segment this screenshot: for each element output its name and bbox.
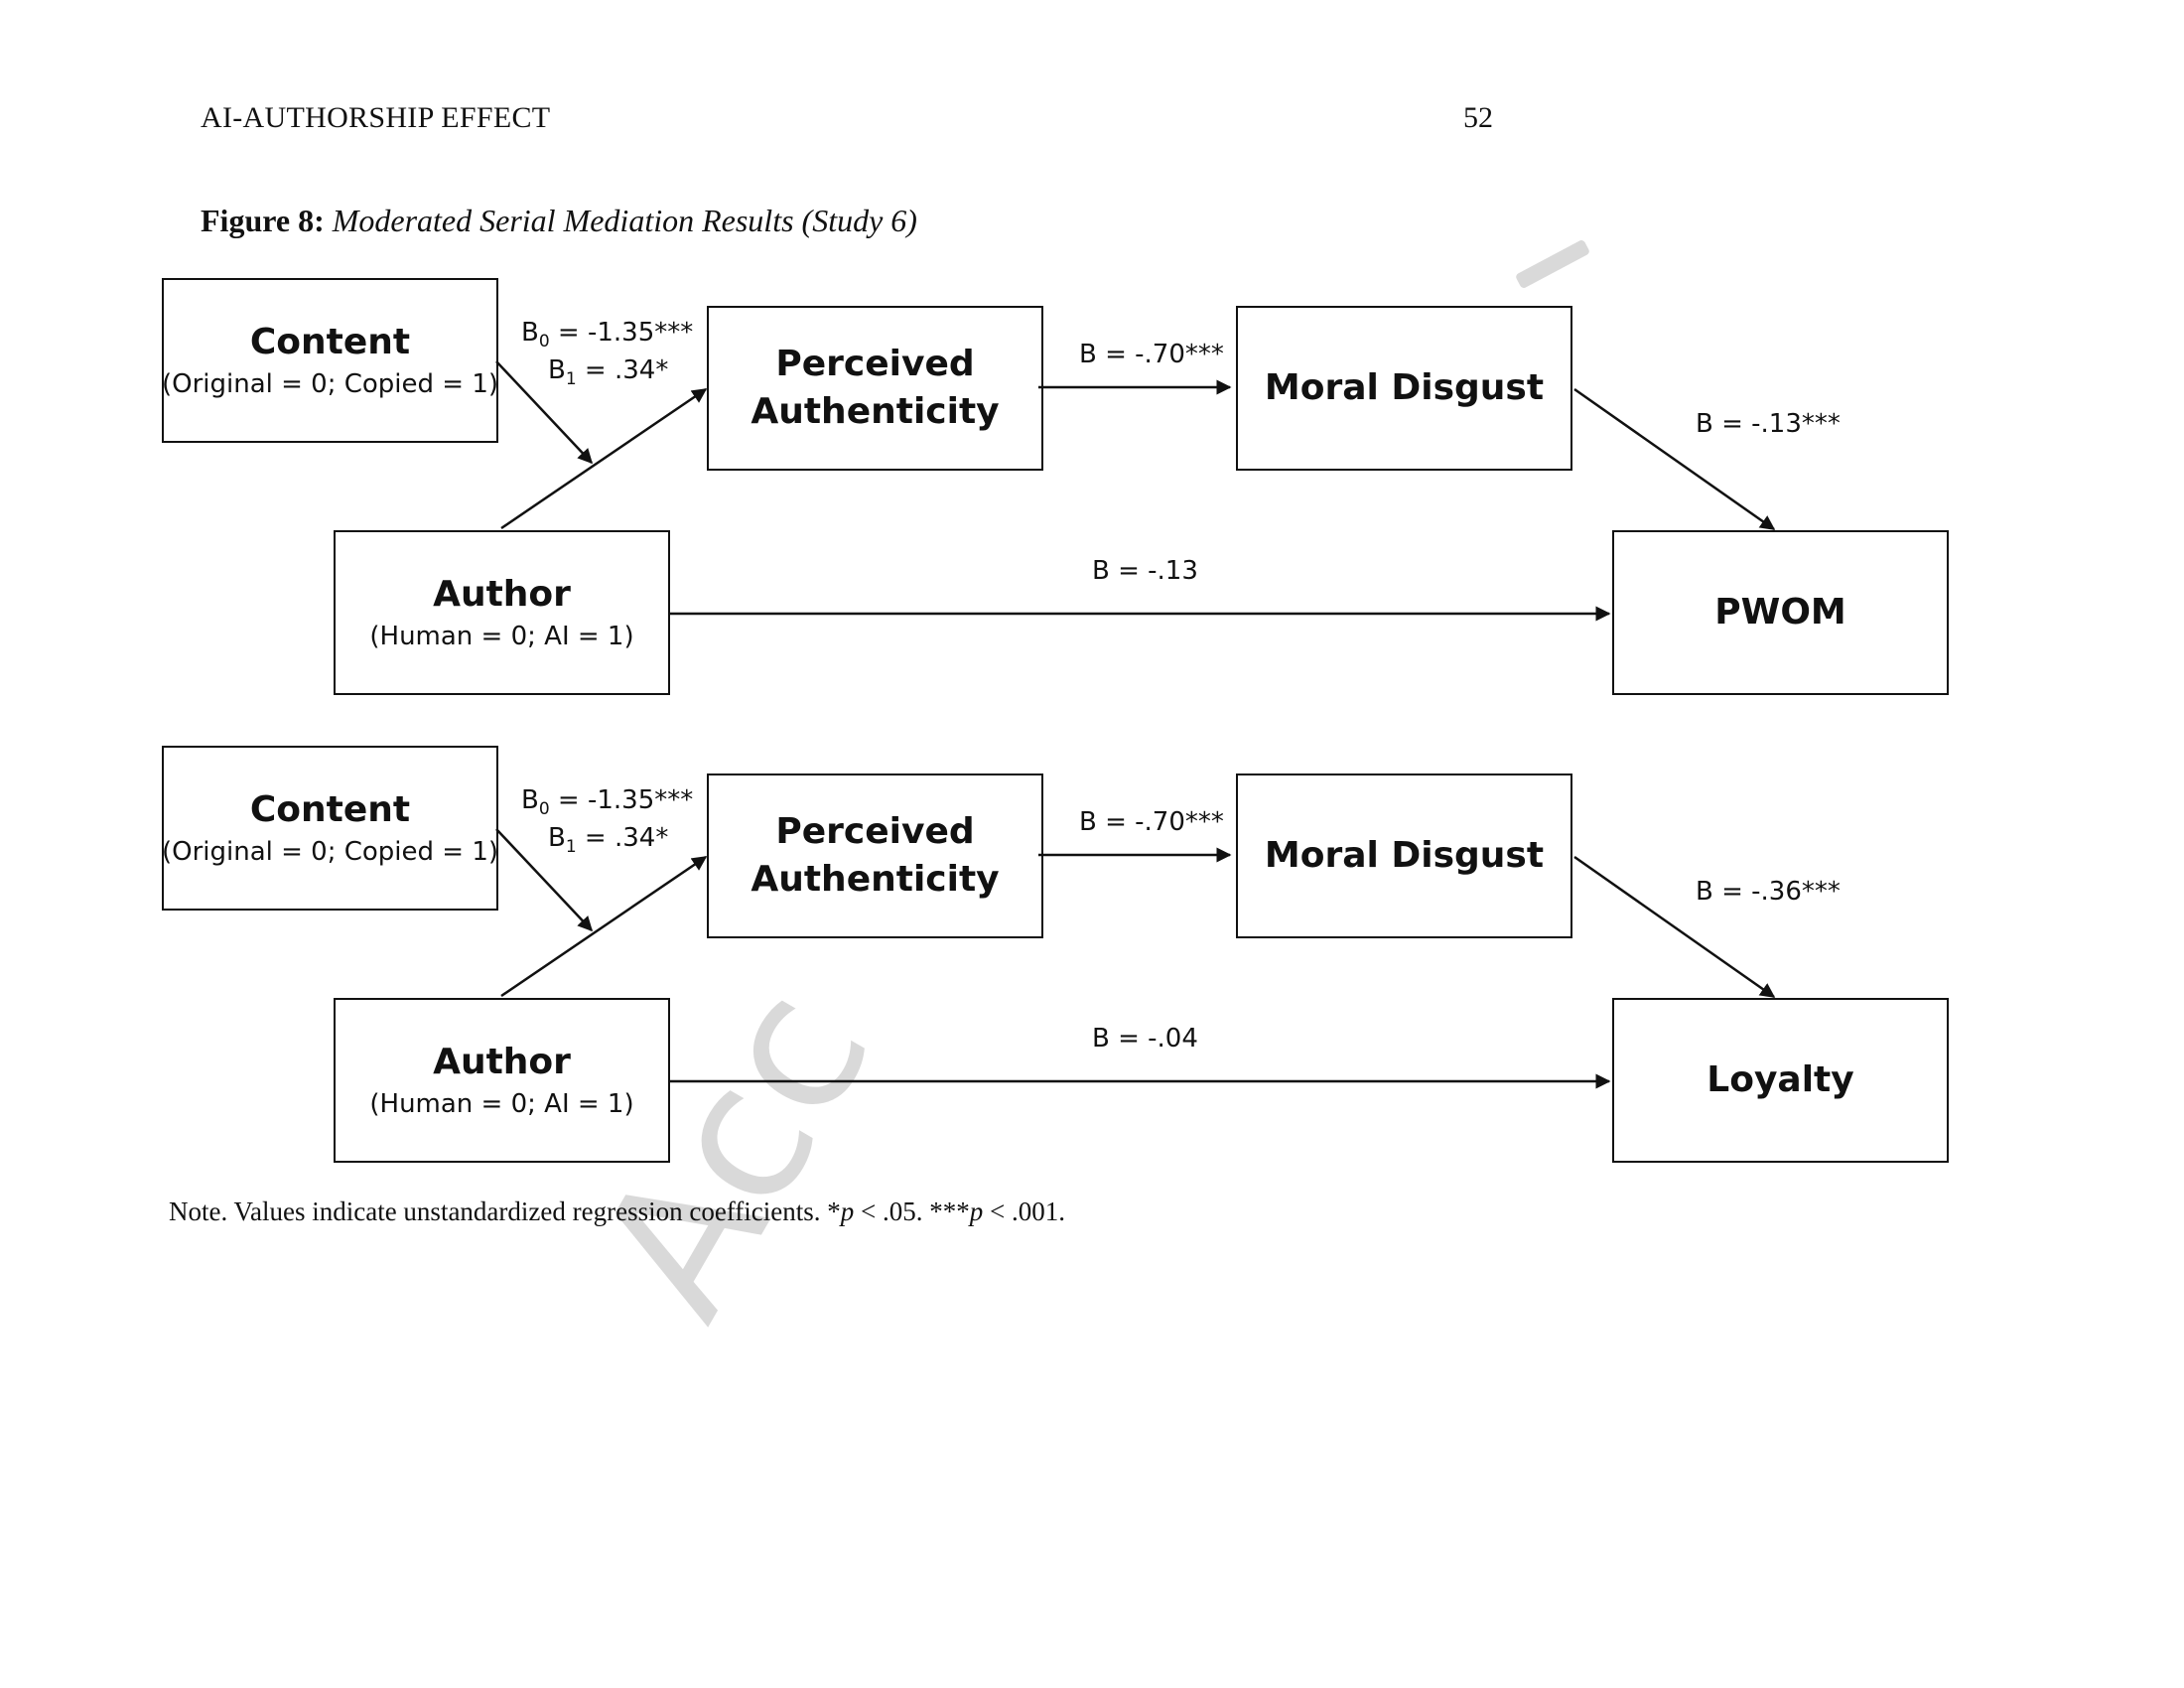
note-p-symbol: p bbox=[969, 1196, 984, 1226]
author-box: Author (Human = 0; AI = 1) bbox=[334, 998, 670, 1163]
coef-direct-effect: B = -.04 bbox=[1092, 1024, 1198, 1054]
outcome-box-title: PWOM bbox=[1714, 592, 1846, 633]
disgust-to-outcome-arrow bbox=[1573, 855, 1776, 999]
content-box: Content (Original = 0; Copied = 1) bbox=[162, 746, 498, 911]
disgust-to-outcome-arrow bbox=[1573, 387, 1776, 531]
note-p-symbol: p bbox=[840, 1196, 855, 1226]
note-tail: < .001. bbox=[983, 1196, 1065, 1226]
author-to-authenticity-arrow bbox=[500, 855, 708, 998]
coef-b0-prefix: B bbox=[521, 785, 539, 815]
coef-b0-subscript: 0 bbox=[538, 332, 550, 352]
authenticity-box: Perceived Authenticity bbox=[707, 774, 1043, 938]
author-box-subtitle: (Human = 0; AI = 1) bbox=[369, 622, 634, 651]
coef-b0: B0 = -1.35*** bbox=[521, 318, 693, 352]
coef-b1: B1 = .34* bbox=[548, 823, 668, 857]
coef-b0-subscript: 0 bbox=[538, 799, 550, 820]
outcome-box: Loyalty bbox=[1612, 998, 1949, 1163]
disgust-box: Moral Disgust bbox=[1236, 774, 1572, 938]
figure-caption: Figure 8: Moderated Serial Mediation Res… bbox=[201, 203, 917, 239]
authenticity-box-title-line2: Authenticity bbox=[751, 859, 1000, 900]
authenticity-box-title-line2: Authenticity bbox=[751, 391, 1000, 432]
coef-b0-value: = -1.35*** bbox=[549, 318, 694, 348]
content-box-subtitle: (Original = 0; Copied = 1) bbox=[161, 837, 499, 867]
figure-note: Note. Values indicate unstandardized reg… bbox=[169, 1196, 1065, 1227]
author-box-subtitle: (Human = 0; AI = 1) bbox=[369, 1089, 634, 1119]
running-head: AI-AUTHORSHIP EFFECT bbox=[201, 101, 551, 134]
note-lead: Note. Values indicate unstandardized reg… bbox=[169, 1196, 841, 1226]
author-box-title: Author bbox=[433, 574, 571, 615]
outcome-box-title: Loyalty bbox=[1706, 1059, 1854, 1100]
content-box: Content (Original = 0; Copied = 1) bbox=[162, 278, 498, 443]
note-mid: < .05. *** bbox=[854, 1196, 970, 1226]
coef-b0: B0 = -1.35*** bbox=[521, 785, 693, 819]
outcome-box: PWOM bbox=[1612, 530, 1949, 695]
coef-b1-value: = .34* bbox=[576, 823, 669, 853]
authenticity-box: Perceived Authenticity bbox=[707, 306, 1043, 471]
coef-b1-prefix: B bbox=[548, 355, 566, 385]
coef-b1-subscript: 1 bbox=[565, 837, 577, 858]
coef-b1-prefix: B bbox=[548, 823, 566, 853]
coef-disgust-to-outcome: B = -.36*** bbox=[1696, 877, 1841, 907]
authenticity-box-title-line1: Perceived bbox=[775, 344, 975, 384]
figure-title: Moderated Serial Mediation Results (Stud… bbox=[332, 203, 917, 238]
coef-authenticity-to-disgust: B = -.70*** bbox=[1079, 807, 1224, 837]
coef-direct-effect: B = -.13 bbox=[1092, 556, 1198, 586]
coef-b1-subscript: 1 bbox=[565, 369, 577, 390]
disgust-box-title: Moral Disgust bbox=[1264, 835, 1545, 876]
panel-2-arrows bbox=[495, 828, 1776, 1089]
coef-b1-value: = .34* bbox=[576, 355, 669, 385]
page-number: 52 bbox=[1463, 101, 1493, 134]
disgust-box-title: Moral Disgust bbox=[1264, 367, 1545, 408]
content-moderation-arrow bbox=[495, 828, 594, 932]
coef-b1: B1 = .34* bbox=[548, 355, 668, 389]
content-box-title: Content bbox=[249, 789, 411, 830]
coef-b0-prefix: B bbox=[521, 318, 539, 348]
authenticity-box-title-line1: Perceived bbox=[775, 811, 975, 852]
content-box-subtitle: (Original = 0; Copied = 1) bbox=[161, 369, 499, 399]
panel-1-arrows bbox=[495, 360, 1776, 622]
content-moderation-arrow bbox=[495, 360, 594, 465]
author-box: Author (Human = 0; AI = 1) bbox=[334, 530, 670, 695]
figure-label: Figure 8: bbox=[201, 203, 325, 238]
author-box-title: Author bbox=[433, 1042, 571, 1082]
coef-disgust-to-outcome: B = -.13*** bbox=[1696, 409, 1841, 439]
coef-b0-value: = -1.35*** bbox=[549, 785, 694, 815]
coef-authenticity-to-disgust: B = -.70*** bbox=[1079, 340, 1224, 369]
author-to-authenticity-arrow bbox=[500, 387, 708, 530]
content-box-title: Content bbox=[249, 322, 411, 362]
disgust-box: Moral Disgust bbox=[1236, 306, 1572, 471]
